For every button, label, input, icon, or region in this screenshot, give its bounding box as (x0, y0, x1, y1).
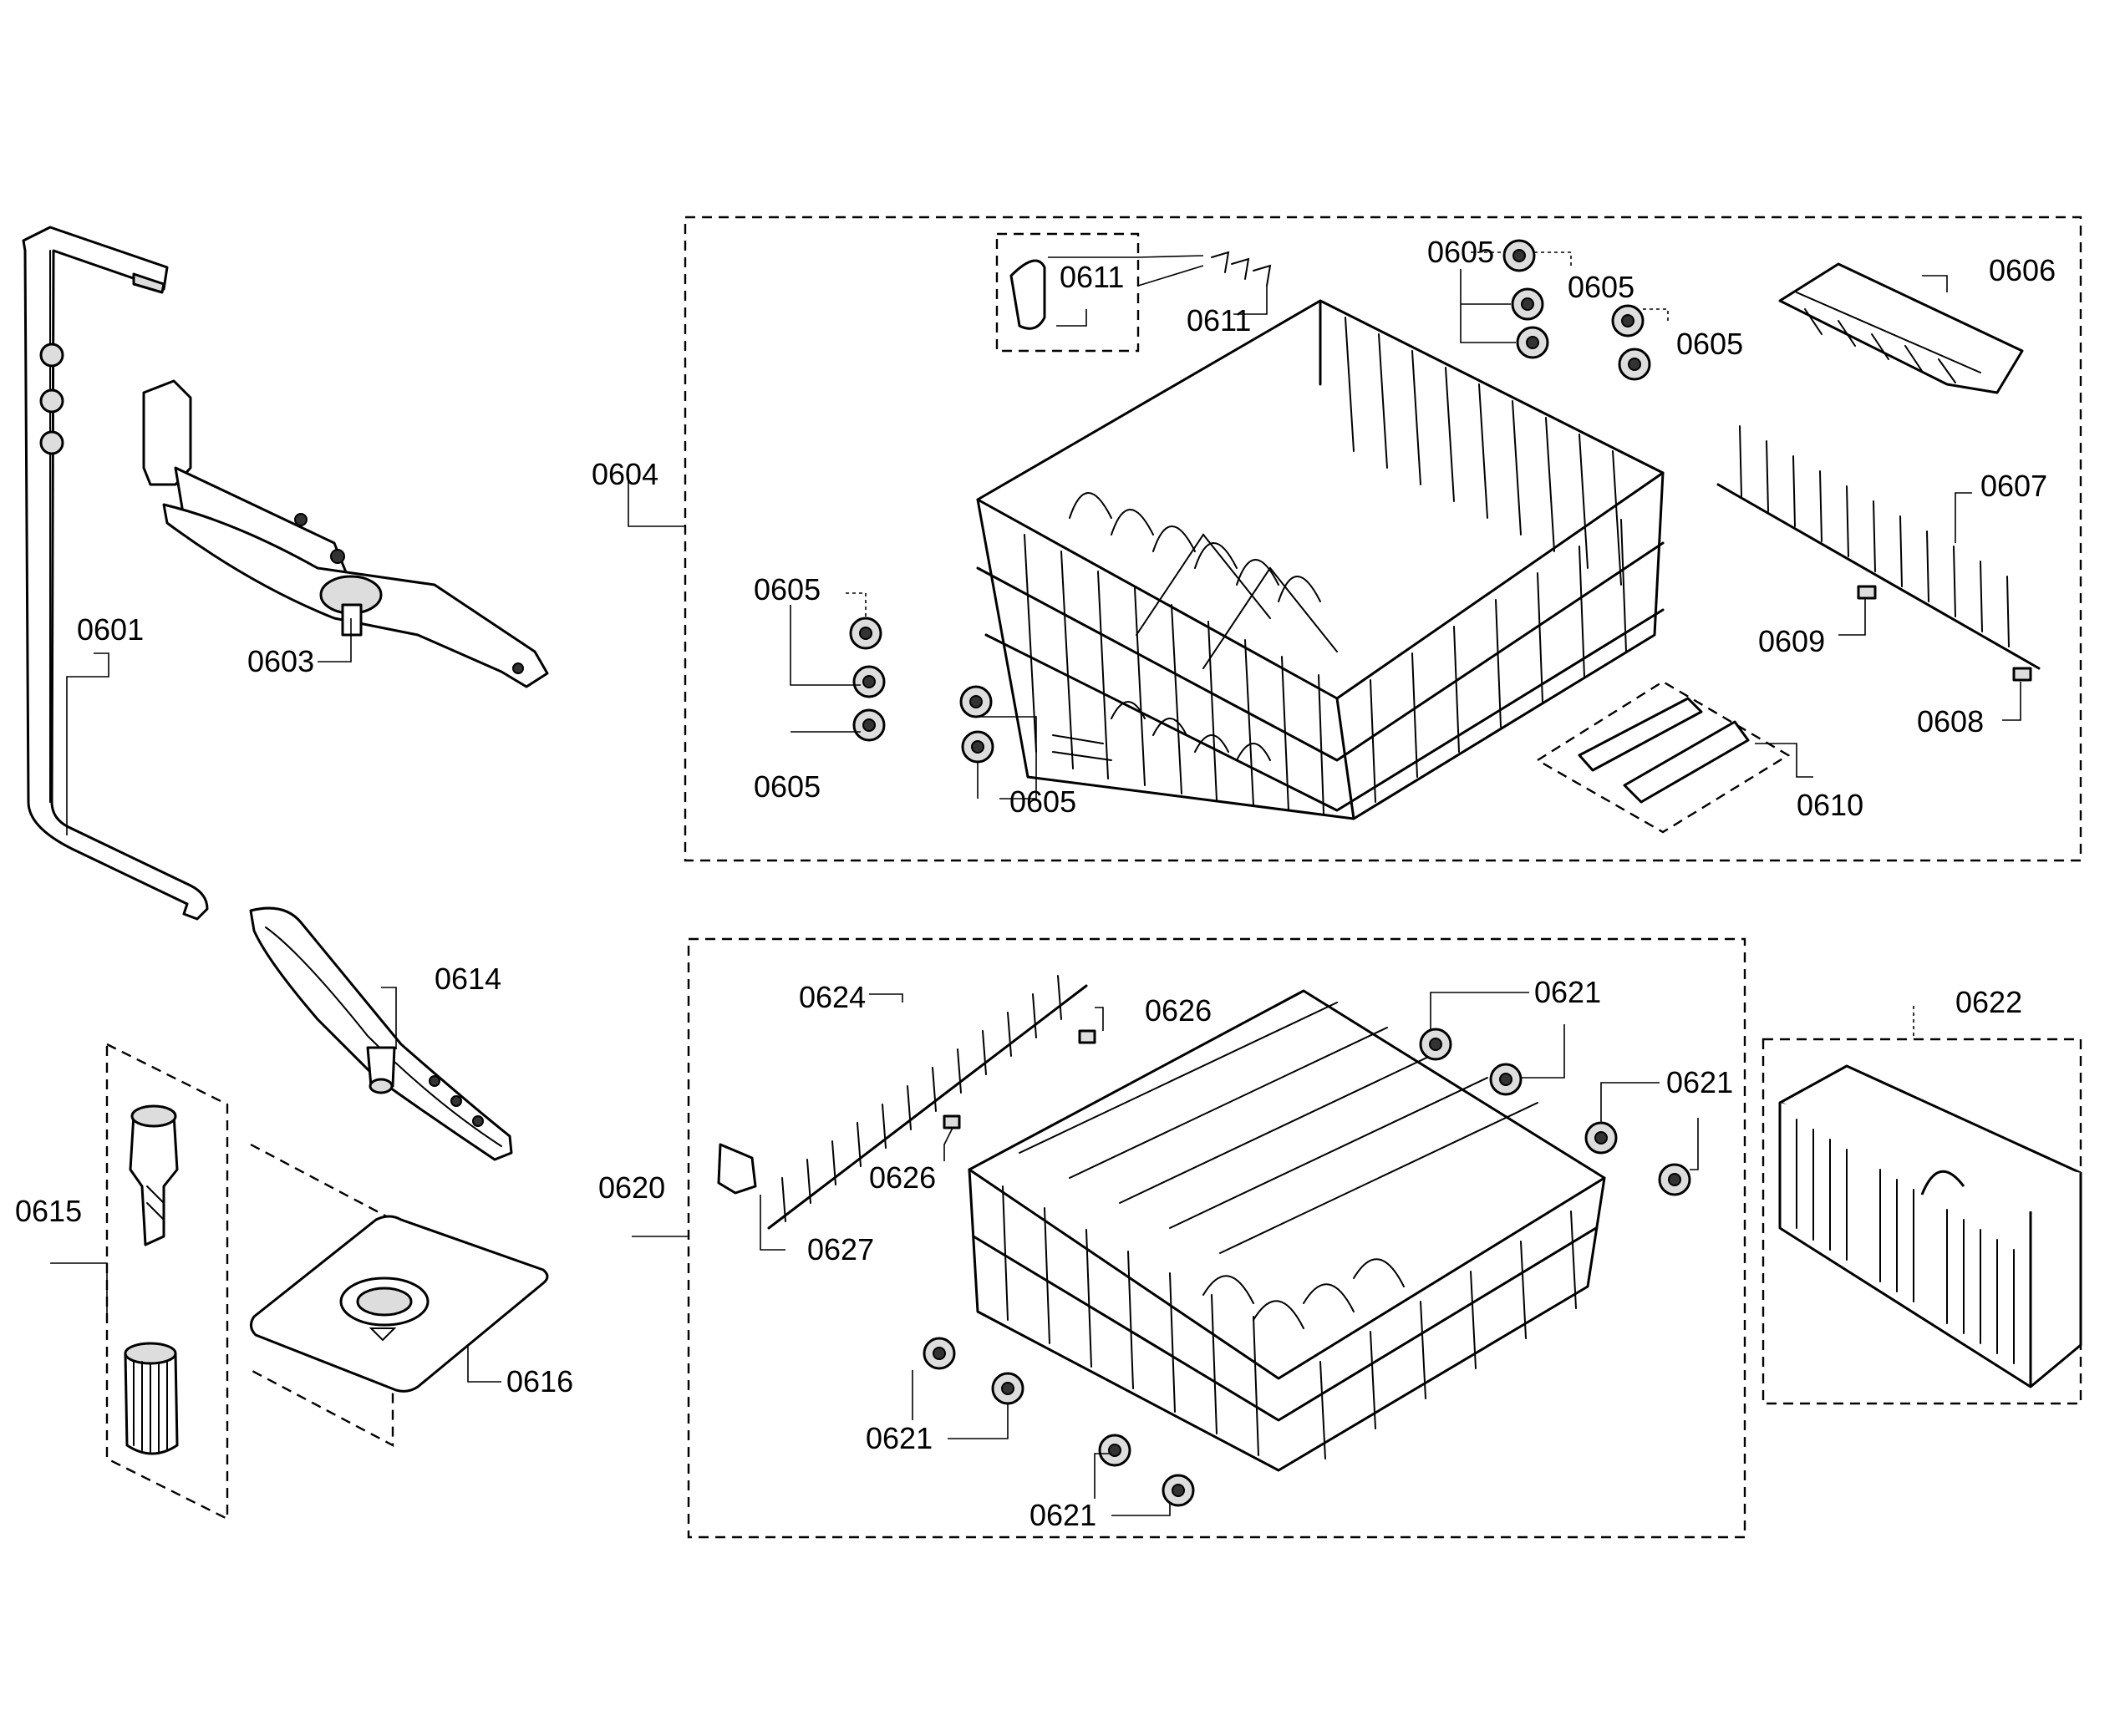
callout-0608: 0608 (1917, 704, 1984, 739)
callout-0627: 0627 (807, 1232, 874, 1266)
callout-0611-b: 0611 (1187, 303, 1251, 338)
callout-labels: 0601 0603 0604 0605 0605 0605 0605 0605 … (15, 235, 2056, 1532)
feed-pipe-0601 (22, 226, 209, 921)
callout-0603: 0603 (247, 644, 314, 678)
callout-0605-a: 0605 (754, 572, 821, 607)
callout-0622: 0622 (1955, 985, 2022, 1019)
callout-0615: 0615 (15, 1194, 82, 1228)
callout-0626-b: 0626 (869, 1160, 936, 1195)
callout-0621-b: 0621 (1666, 1065, 1733, 1099)
callout-0621-a: 0621 (1534, 975, 1601, 1009)
lower-rack-group-box (687, 937, 1746, 1539)
callout-0616: 0616 (506, 1364, 573, 1398)
callout-0601: 0601 (77, 612, 144, 647)
callout-0609: 0609 (1758, 624, 1825, 658)
callout-0620: 0620 (598, 1170, 665, 1205)
callout-0621-c: 0621 (866, 1421, 933, 1455)
cup-shelf-0606 (1778, 262, 2024, 394)
callout-0621-d: 0621 (1029, 1498, 1096, 1532)
callout-0605-f: 0605 (1676, 327, 1743, 361)
callout-0604: 0604 (592, 457, 658, 491)
cutlery-basket-group-box (1762, 1038, 2082, 1405)
filter-plate-0616 (250, 1215, 549, 1393)
callout-0605-c: 0605 (1009, 784, 1076, 819)
lower-rack (968, 989, 1606, 1472)
filter-group-box (105, 1043, 229, 1520)
callout-0605-e: 0605 (1568, 270, 1634, 304)
clip-detail-box (995, 232, 1140, 353)
callout-0605-d: 0605 (1427, 235, 1494, 269)
handle-0610 (1535, 680, 1791, 834)
rollers-0605 (849, 239, 1651, 764)
callout-0626-a: 0626 (1145, 993, 1212, 1028)
upper-spray-arm-0603 (142, 379, 549, 688)
callout-0624: 0624 (799, 980, 866, 1014)
upper-rack (976, 299, 1665, 820)
cutlery-basket-0622 (1778, 1064, 2082, 1388)
tine-row-0624 (717, 975, 1096, 1230)
clips-0611 (1009, 251, 1272, 330)
rollers-0621 (923, 1028, 1691, 1507)
callout-0614: 0614 (435, 962, 501, 996)
filter-0615 (124, 1104, 179, 1455)
callout-0610: 0610 (1797, 788, 1863, 822)
callout-0605-b: 0605 (754, 769, 821, 804)
lower-spray-arm-0614 (249, 906, 513, 1161)
callout-0611-a: 0611 (1060, 260, 1124, 294)
leader-lines (50, 251, 2021, 1516)
callout-0607: 0607 (1980, 469, 2047, 503)
callout-0606: 0606 (1989, 253, 2056, 287)
tine-row-0607 (1716, 425, 2041, 682)
